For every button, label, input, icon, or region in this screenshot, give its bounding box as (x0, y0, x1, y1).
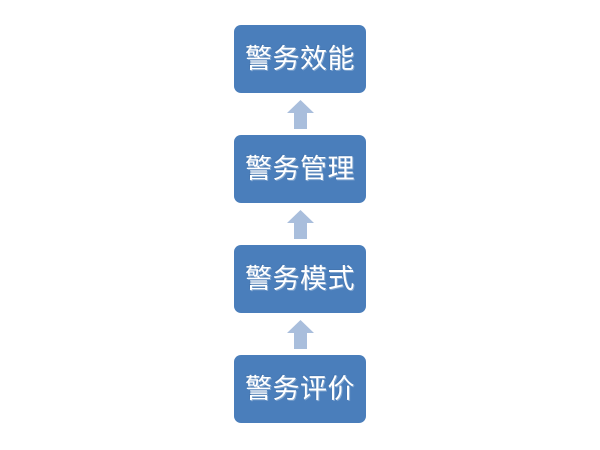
flow-node-label: 警务效能 (245, 43, 355, 75)
flow-node-police-effectiveness[interactable]: 警务效能 (234, 25, 366, 93)
flow-connector-2 (234, 203, 366, 245)
flow-node-police-evaluation[interactable]: 警务评价 (234, 355, 366, 423)
flow-node-police-management[interactable]: 警务管理 (234, 135, 366, 203)
flow-connector-3 (234, 313, 366, 355)
flow-node-label: 警务评价 (245, 373, 355, 405)
flow-node-police-model[interactable]: 警务模式 (234, 245, 366, 313)
flow-connector-1 (234, 93, 366, 135)
arrow-up-icon (286, 99, 314, 129)
arrow-up-icon (286, 319, 314, 349)
flow-node-label: 警务模式 (245, 263, 355, 295)
arrow-up-icon (286, 209, 314, 239)
flow-node-label: 警务管理 (245, 153, 355, 185)
